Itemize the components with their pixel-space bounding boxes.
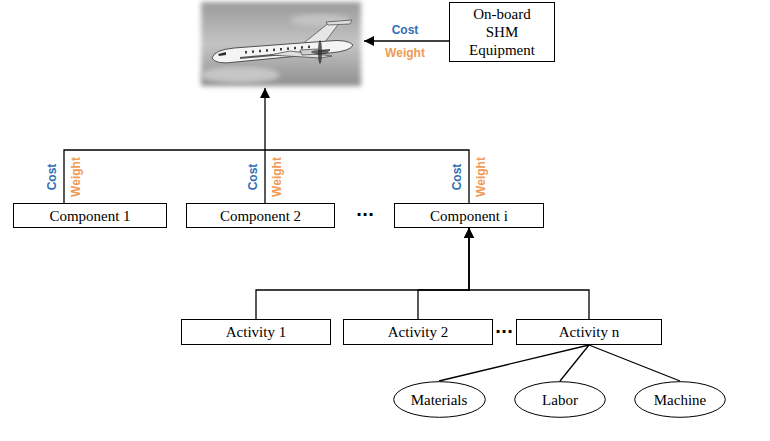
cost-label: Cost — [451, 164, 463, 191]
cost-label: Cost — [392, 24, 419, 36]
link-line — [589, 345, 680, 381]
node-text: Materials — [411, 391, 468, 409]
weight-label: Weight — [271, 157, 283, 197]
component-box: Component i — [394, 203, 544, 228]
cost-weight-links — [64, 41, 469, 203]
component-bus — [64, 150, 469, 203]
cost-label: Cost — [46, 164, 58, 191]
node-text: Activity 1 — [226, 323, 286, 341]
flow-arrow — [418, 228, 469, 319]
resource-ellipse: Labor — [514, 381, 606, 418]
flow-arrow — [469, 228, 589, 319]
component-box: Component 2 — [186, 203, 335, 228]
node-text: Component 1 — [49, 207, 130, 225]
node-text: Component 2 — [220, 207, 301, 225]
assembly-arrow — [264, 88, 265, 203]
node-text: Component i — [430, 207, 508, 225]
equipment-arrow — [364, 40, 449, 41]
node-text: Activity 2 — [388, 323, 448, 341]
weight-label: Weight — [385, 47, 425, 59]
resource-ellipse: Machine — [634, 381, 726, 418]
ellipsis-mark: ··· — [356, 207, 374, 223]
flow-arrow — [256, 228, 469, 319]
link-line — [439, 345, 589, 381]
activity-box: Activity n — [516, 319, 662, 345]
node-text: Machine — [654, 391, 706, 409]
resource-ellipse: Materials — [393, 381, 486, 418]
equipment-box: On-board SHM Equipment — [449, 2, 555, 62]
activity-box: Activity 1 — [181, 319, 331, 345]
weight-label: Weight — [70, 157, 82, 197]
node-text: On-board SHM Equipment — [457, 5, 547, 59]
ellipsis-mark: ··· — [495, 324, 513, 340]
node-text: Labor — [542, 391, 578, 409]
cost-label: Cost — [247, 164, 259, 191]
airplane-picture — [200, 2, 361, 86]
component-box: Component 1 — [13, 203, 167, 228]
activity-box: Activity 2 — [343, 319, 493, 345]
node-text: Activity n — [559, 323, 619, 341]
weight-label: Weight — [475, 157, 487, 197]
link-line — [560, 345, 589, 381]
